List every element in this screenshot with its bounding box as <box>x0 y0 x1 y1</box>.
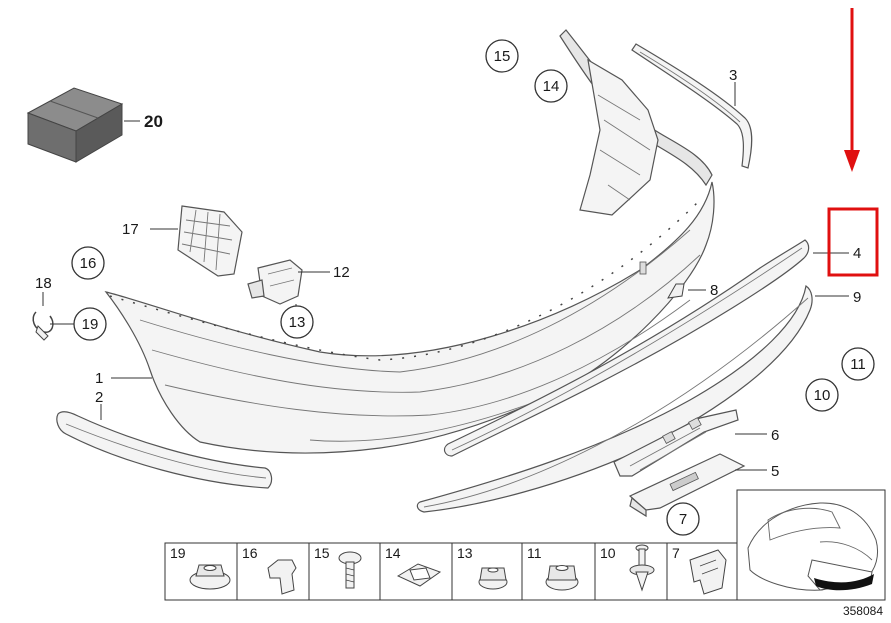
callout-8: 8 <box>710 282 718 299</box>
strip-label-14: 14 <box>385 545 401 561</box>
callout-15: 15 <box>494 48 511 65</box>
vehicle-location-thumbnail <box>736 489 886 601</box>
strip-label-19: 19 <box>170 545 186 561</box>
part-12-holder <box>247 259 303 305</box>
part-6-bracket <box>613 409 739 477</box>
callout-17: 17 <box>122 221 139 238</box>
part-5-bracket <box>628 453 746 518</box>
callout-13: 13 <box>289 314 306 331</box>
callout-16: 16 <box>80 255 97 272</box>
reference-number: 358084 <box>843 604 883 618</box>
part-8-clip <box>667 283 685 299</box>
callout-11: 11 <box>850 356 866 373</box>
callout-5: 5 <box>771 463 779 480</box>
callout-19: 19 <box>82 316 99 333</box>
strip-label-13: 13 <box>457 545 473 561</box>
callout-20: 20 <box>144 112 163 131</box>
callout-9: 9 <box>853 289 861 306</box>
fastener-16-clip-icon <box>267 559 297 595</box>
callout-2: 2 <box>95 389 103 406</box>
fastener-15-screw-icon <box>338 551 362 589</box>
callout-11-circle <box>841 347 875 381</box>
part-18-clip <box>32 311 54 341</box>
fastener-strip: 19 16 15 14 13 11 10 7 <box>164 542 738 601</box>
callout-10: 10 <box>814 387 831 404</box>
part-17-grille <box>177 205 243 277</box>
fastener-11-nut-icon <box>545 565 579 591</box>
fastener-7-clip-icon <box>689 549 727 595</box>
part-2-trim <box>56 411 273 489</box>
callout-13-circle <box>280 305 314 339</box>
callout-12: 12 <box>333 264 350 281</box>
callout-7-circle <box>666 502 700 536</box>
strip-label-16: 16 <box>242 545 258 561</box>
fastener-13-nut-icon <box>478 567 508 590</box>
strip-label-11: 11 <box>527 545 542 561</box>
fastener-10-rivet-icon <box>629 544 655 592</box>
callout-14: 14 <box>543 78 560 95</box>
callout-4: 4 <box>853 245 861 262</box>
callout-10-circle <box>805 378 839 412</box>
part-4-moulding <box>443 239 810 457</box>
red-highlight-box <box>827 207 879 277</box>
strip-label-15: 15 <box>314 545 330 561</box>
callout-14-circle <box>534 69 568 103</box>
red-arrow-annotation <box>844 8 860 172</box>
callout-16-circle <box>71 246 105 280</box>
callout-6: 6 <box>771 427 779 444</box>
callout-1: 1 <box>95 370 103 387</box>
callout-15-circle <box>485 39 519 73</box>
callout-18: 18 <box>35 275 52 292</box>
strip-label-7: 7 <box>672 545 680 561</box>
part-3-strip <box>631 43 753 169</box>
strip-label-10: 10 <box>600 545 616 561</box>
callout-19-circle <box>73 307 107 341</box>
part-1-bumper-cover <box>104 29 715 454</box>
callout-7: 7 <box>679 511 687 528</box>
fastener-14-speed-nut-icon <box>396 563 442 587</box>
part-9-moulding <box>416 284 813 513</box>
callout-3: 3 <box>729 67 737 84</box>
part-20-box <box>26 87 124 163</box>
fastener-19-nut-icon <box>189 564 231 590</box>
